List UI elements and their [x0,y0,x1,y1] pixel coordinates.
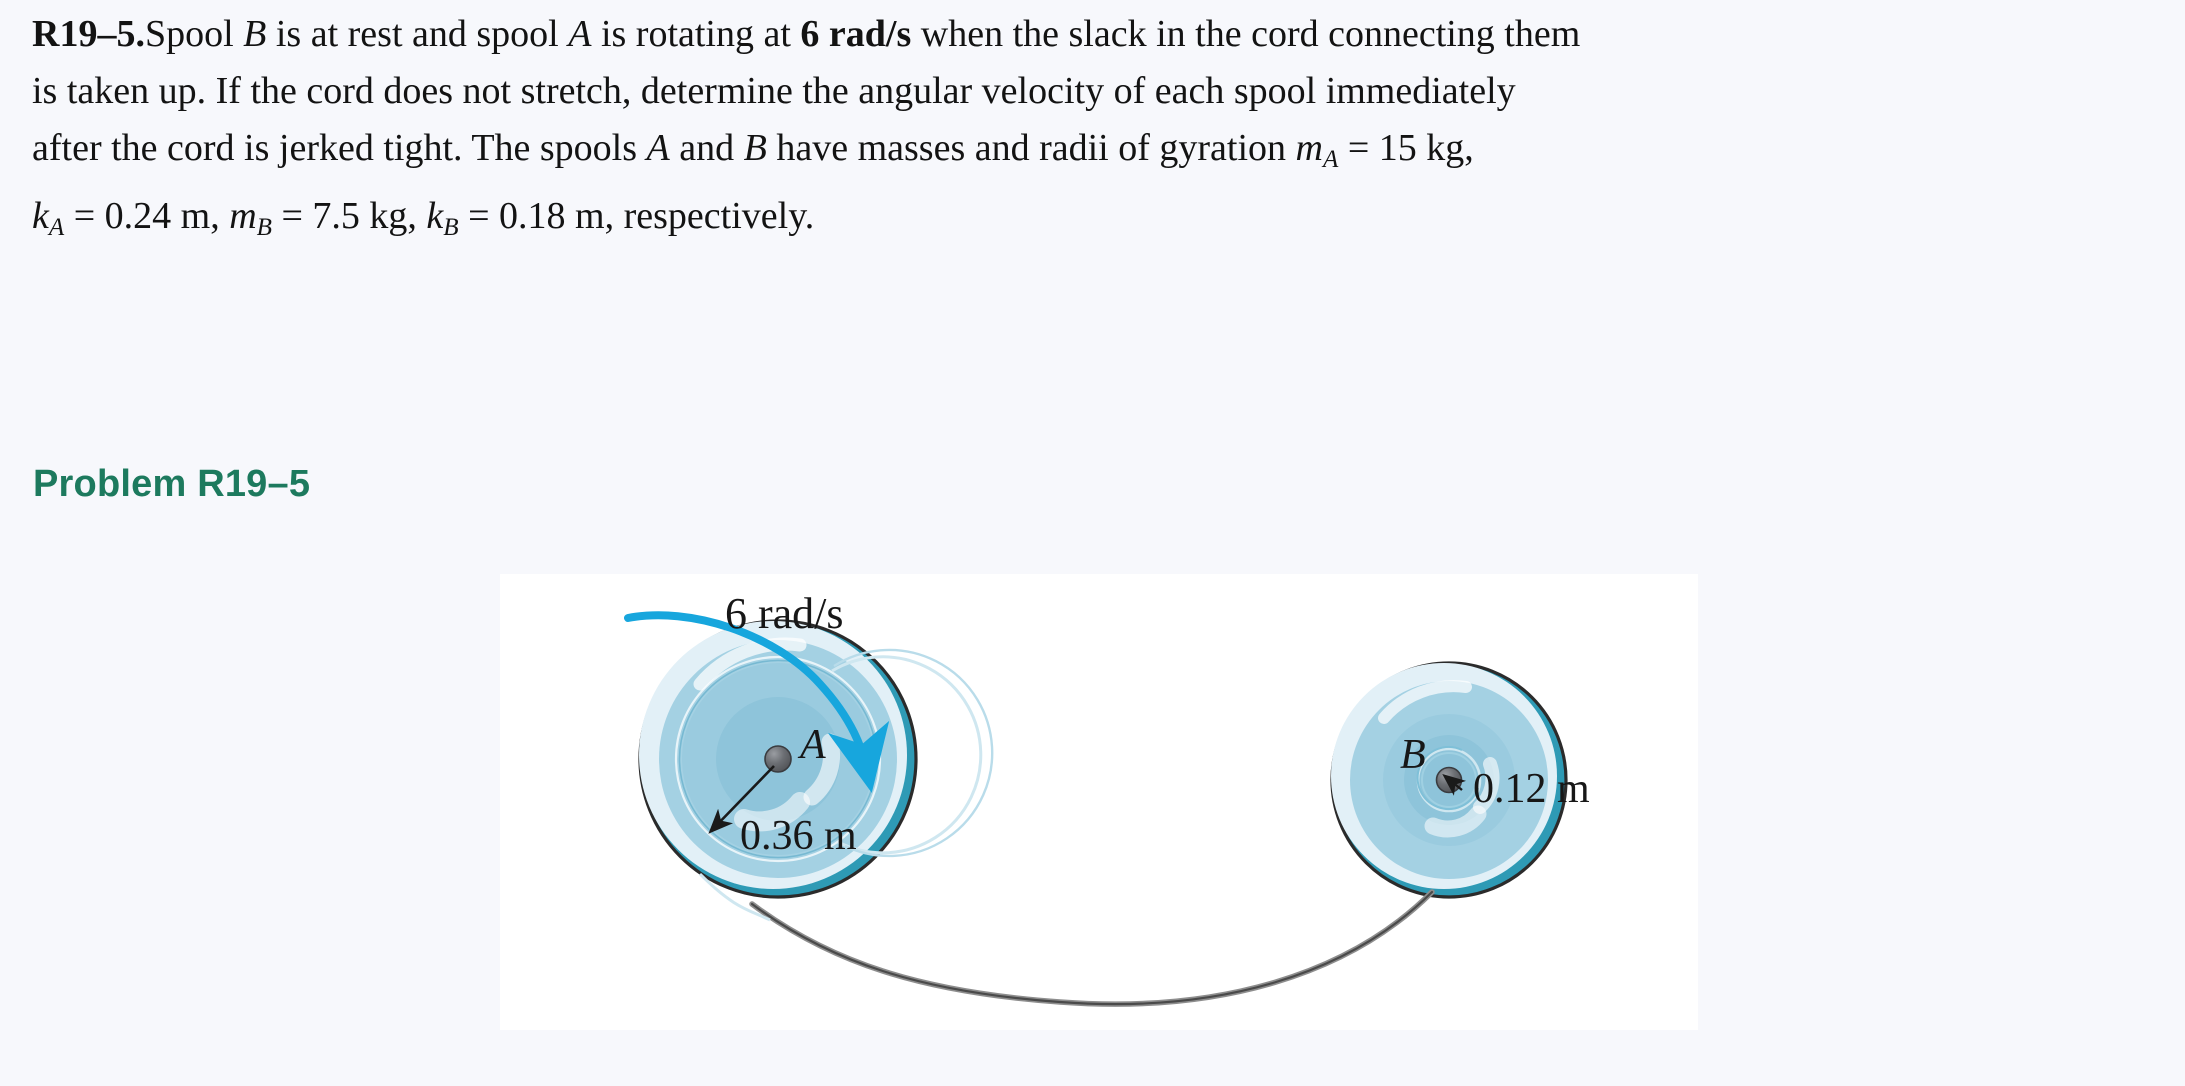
spool-a-radius-label: 0.36 m [740,813,857,859]
statement-l4-sym-m: m [229,195,257,238]
statement-line-2: is taken up. If the cord does not stretc… [32,63,2157,120]
spool-b-radius-arrow [1442,773,1467,796]
spool-a-highlight-top [693,637,807,691]
statement-l4-t3: = 0.18 m, respectively. [458,195,815,238]
connecting-cord [698,872,1435,1007]
cord-outer [749,889,1435,1007]
spool-a-group: A 0.36 m [638,619,994,899]
statement-line-4: kA = 0.24 m, mB = 7.5 kg, kB = 0.18 m, r… [32,188,2157,256]
statement-l3-var-a: A [646,127,670,169]
statement-l1-omega: 6 rad/s [800,13,912,55]
statement-l3-sym-m: m [1295,127,1323,169]
statement-l1-t4: when the slack in the cord connecting th… [911,13,1581,55]
statement-l3-sym-m-sub: A [1322,146,1339,174]
spool-a-cord-wrap-2 [833,648,994,858]
statement-l4-sym-k: k [32,195,49,238]
spool-b-cord-wrap-2 [1421,752,1477,808]
spool-b-highlight-core2 [1473,757,1500,814]
statement-line-1: R19–5.Spool B is at rest and spool A is … [32,6,2157,63]
figure-panel: A 0.36 m [500,574,1698,1030]
spool-b-label: B [1400,732,1426,778]
angular-velocity-label: 6 rad/s [725,589,844,638]
statement-l1-t2: is at rest and spool [266,13,569,55]
spool-a-cord-wrap-1 [831,655,983,855]
statement-l4-sym-m-sub: B [256,214,272,242]
statement-l2-t1: is taken up. If the cord does not stretc… [32,70,1516,112]
statement-line-3: after the cord is jerked tight. The spoo… [32,120,2157,188]
statement-l3-t3: have masses and radii of gyration [766,127,1296,169]
spool-b-group: B 0.12 m [1330,661,1590,899]
problem-statement: R19–5.Spool B is at rest and spool A is … [32,6,2157,256]
spool-a-radius-arrow [708,765,775,834]
rotation-arrow-group: 6 rad/s [624,589,890,793]
rotation-arrow [624,611,890,793]
spool-b-highlight-core [1424,805,1487,838]
statement-l1-var-b: B [243,13,267,55]
statement-l4-sym-k-sub: A [48,214,65,242]
spool-a-hub [764,745,792,773]
statement-l4-t2: = 7.5 kg, [271,195,427,238]
statement-l3-t4: = 15 kg, [1338,127,1474,169]
cord-tangent-a [698,872,771,922]
spool-b-cord-wrap-3 [1416,745,1479,810]
statement-l4-t1: = 0.24 m, [64,195,230,238]
section-heading: Problem R19–5 [33,463,311,505]
spool-diagram: A 0.36 m [624,589,1590,1007]
cord-inner [750,890,1434,1006]
statement-l3-t1: after the cord is jerked tight. The spoo… [32,127,647,169]
spool-a-label: A [797,722,826,768]
statement-l3-var-b: B [743,127,767,169]
statement-l1-var-a: A [568,13,592,55]
spool-a-highlight-core [734,792,810,832]
statement-l1-t3: is rotating at [591,13,801,55]
statement-l3-t2: and [669,127,744,169]
problem-number: R19–5. [32,13,145,55]
statement-l4-sym-k2: k [426,195,444,238]
statement-l4-sym-k2-sub: B [443,214,459,242]
spool-b-highlight-top [1378,680,1472,724]
spool-b-radius-label: 0.12 m [1473,766,1590,812]
statement-l1-t1: Spool [144,13,244,55]
